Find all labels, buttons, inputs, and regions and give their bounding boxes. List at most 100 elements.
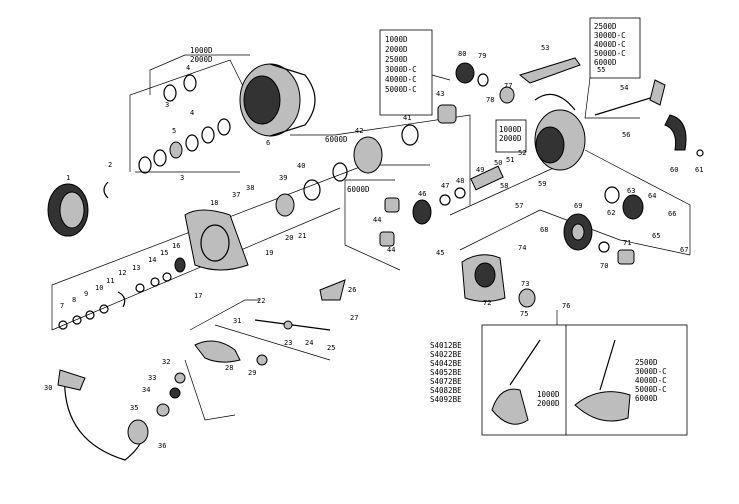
size-label: 2000D <box>190 55 213 64</box>
part-label: 77 <box>504 82 512 90</box>
part-label: 63 <box>627 187 635 195</box>
part-label: 24 <box>305 339 313 347</box>
part-label: 17 <box>194 292 202 300</box>
part-2-clip <box>103 181 109 199</box>
size-label: 5000D-C <box>594 49 626 58</box>
part-label: 42 <box>355 127 363 135</box>
part-label: 49 <box>476 166 484 174</box>
part-label: 46 <box>418 190 426 198</box>
part-label: 20 <box>285 234 293 242</box>
size-label: 1000D <box>190 46 213 55</box>
part-39-bearing <box>275 193 295 217</box>
size-label: 2500D <box>635 358 658 367</box>
size-label: 3000D-C <box>385 65 417 74</box>
part-label: 68 <box>540 226 548 234</box>
part-label: 1 <box>66 174 70 182</box>
part-18-body <box>184 209 249 271</box>
part-label: 60 <box>670 166 678 174</box>
model-box-body <box>495 119 527 153</box>
part-label: 51 <box>506 156 514 164</box>
washer-stack <box>138 74 231 174</box>
part-label: 69 <box>574 202 582 210</box>
part-43-bushing <box>437 104 457 124</box>
part-label: 79 <box>478 52 486 60</box>
size-label: 4000D-C <box>385 75 417 84</box>
part-label: 50 <box>494 159 502 167</box>
part-label: 15 <box>160 249 168 257</box>
size-label: 3000D-C <box>635 367 667 376</box>
part-label: 26 <box>348 286 356 294</box>
model-box-center <box>379 29 433 116</box>
part-label: 13 <box>132 264 140 272</box>
part-label: 56 <box>622 131 630 139</box>
model-box-right <box>589 17 641 79</box>
part-label: 8 <box>72 296 76 304</box>
handle-left-image <box>491 388 529 425</box>
size-group-spool-small: 1000D 2000D <box>190 46 213 64</box>
part-label: 65 <box>652 232 660 240</box>
part-label: 58 <box>500 182 508 190</box>
part-label: 29 <box>248 369 256 377</box>
part-label: 41 <box>403 114 411 122</box>
part-label: 30 <box>44 384 52 392</box>
part-label: 52 <box>518 149 526 157</box>
size-label: 6000D <box>635 394 658 403</box>
part-label: 25 <box>327 344 335 352</box>
part-label: 80 <box>458 50 466 58</box>
handle-code: S4092BE <box>430 395 462 404</box>
part-label: 40 <box>297 162 305 170</box>
part-label: 48 <box>456 177 464 185</box>
handle-code: S4082BE <box>430 386 462 395</box>
part-label: 34 <box>142 386 150 394</box>
part-label: 53 <box>541 44 549 52</box>
part-label: 37 <box>232 191 240 199</box>
part-49-pinion <box>470 165 504 191</box>
part-label: 19 <box>265 249 273 257</box>
part-28-bail-support <box>194 340 241 363</box>
part-41-ring <box>332 162 348 182</box>
part-label: 33 <box>148 374 156 382</box>
part-44-collar <box>384 197 400 213</box>
part-label: 32 <box>162 358 170 366</box>
part-6-spool <box>239 63 316 137</box>
part-61-ring <box>401 124 419 146</box>
size-label: 1000D <box>499 125 522 134</box>
part-label: 5 <box>172 127 176 135</box>
size-label: 2500D <box>385 55 408 64</box>
part-label: 16 <box>172 242 180 250</box>
part-label: 35 <box>130 404 138 412</box>
part-label: 12 <box>118 269 126 277</box>
part-label: 72 <box>483 299 491 307</box>
part-40-ring <box>303 179 321 201</box>
part-26-stopper <box>319 279 346 301</box>
handle-right-image <box>574 391 631 422</box>
handle-codes: S4012BE S4022BE S4042BE S4052BE S4072BE … <box>430 341 462 404</box>
size-label: 1000D <box>385 35 408 44</box>
part-label: 44 <box>373 216 381 224</box>
part-number-labels: 1 2 3 3 4 4 5 6 7 8 9 10 11 12 13 14 15 … <box>44 44 703 450</box>
part-label: 75 <box>520 310 528 318</box>
handle-inset-frame <box>481 324 688 436</box>
part-label: 4 <box>186 64 190 72</box>
part-label: 27 <box>350 314 358 322</box>
part-label: 21 <box>298 232 306 240</box>
part-label: 39 <box>279 174 287 182</box>
size-label: 2500D <box>594 22 617 31</box>
small-parts-row <box>58 257 186 330</box>
size-label: 5000D-C <box>385 85 417 94</box>
part-label: 76 <box>562 302 570 310</box>
handle-inset: 1000D 2000D 2500D 3000D-C 4000D-C 5000D-… <box>481 324 688 436</box>
handle-code: S4042BE <box>430 359 462 368</box>
handle-code: S4022BE <box>430 350 462 359</box>
part-60-knob <box>664 114 687 151</box>
leader-lines <box>51 17 691 421</box>
part-label: 2 <box>108 161 112 169</box>
part-46-bearing <box>412 199 432 225</box>
part-label: 6 <box>266 139 270 147</box>
size-group-right: 2500D 3000D-C 4000D-C 5000D-C 6000D <box>594 22 626 67</box>
part-63-gear <box>622 194 644 220</box>
part-42-rotor-plate <box>353 136 383 174</box>
part-label: 62 <box>607 209 615 217</box>
part-label: 70 <box>600 262 608 270</box>
